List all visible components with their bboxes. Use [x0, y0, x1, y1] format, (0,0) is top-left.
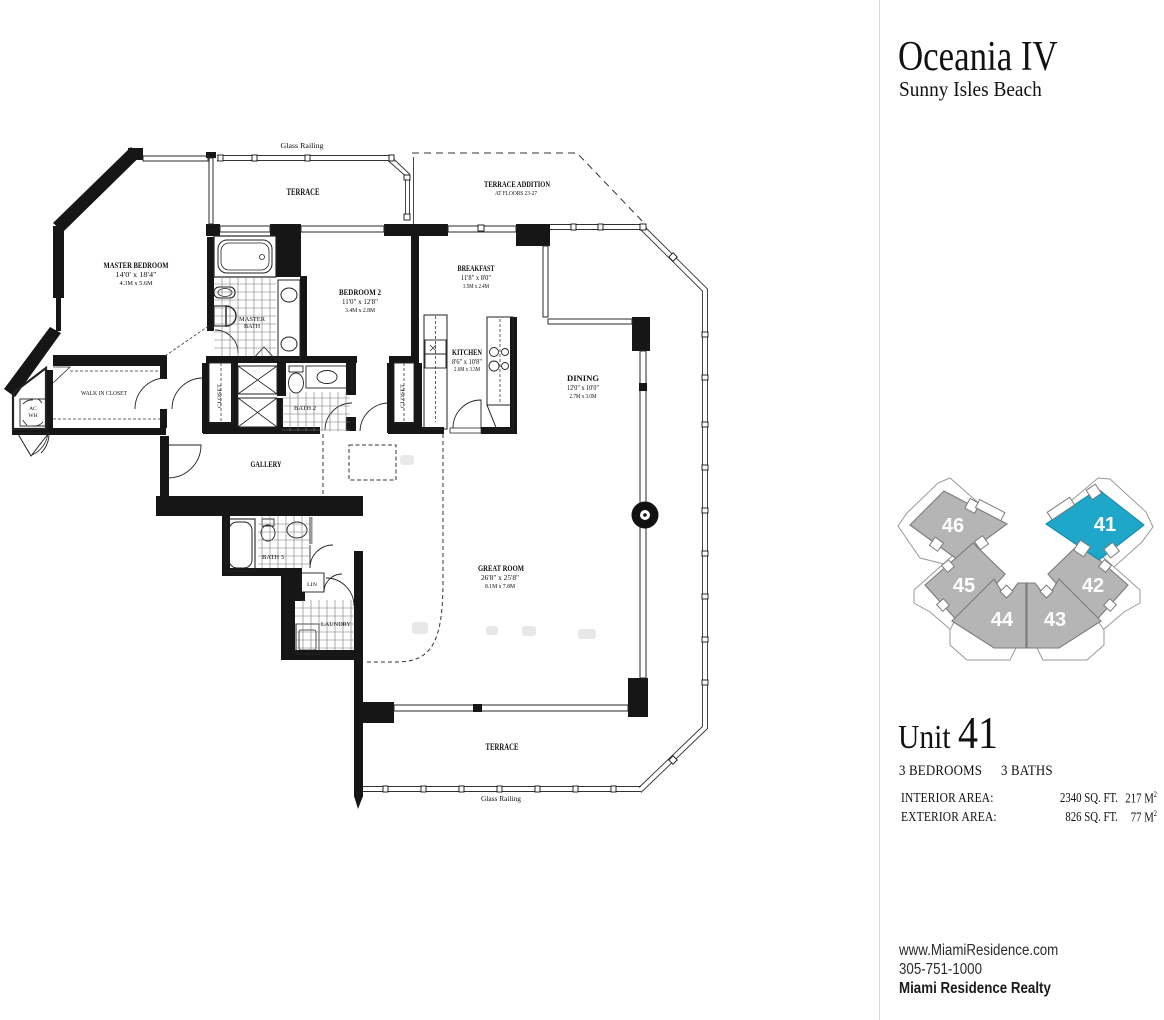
svg-text:12'0" x 10'0": 12'0" x 10'0"	[567, 384, 599, 392]
svg-text:46: 46	[942, 515, 964, 537]
svg-text:BATH 3: BATH 3	[262, 555, 284, 561]
svg-text:26'8" x 25'8": 26'8" x 25'8"	[481, 574, 519, 582]
svg-text:2.7M x 3.0M: 2.7M x 3.0M	[570, 394, 598, 400]
svg-text:AT FLOORS 23-27: AT FLOORS 23-27	[495, 191, 537, 197]
svg-text:3.5M x 2.4M: 3.5M x 2.4M	[463, 284, 490, 290]
svg-text:3.4M x 2.8M: 3.4M x 2.8M	[345, 308, 376, 314]
svg-text:Glass Railing: Glass Railing	[481, 794, 521, 803]
svg-text:LAUNDRY: LAUNDRY	[321, 622, 352, 628]
svg-text:TERRACE: TERRACE	[287, 188, 320, 198]
svg-text:TERRACE: TERRACE	[486, 743, 519, 753]
svg-text:BATH 2: BATH 2	[294, 406, 316, 412]
svg-text:43: 43	[1044, 609, 1066, 631]
svg-text:2.6M x 3.3M: 2.6M x 3.3M	[454, 367, 481, 373]
svg-text:DINING: DINING	[567, 374, 599, 383]
svg-text:MASTER: MASTER	[239, 317, 265, 323]
svg-text:CLOSET: CLOSET	[401, 384, 406, 408]
svg-text:11'8" x 8'0": 11'8" x 8'0"	[461, 274, 491, 282]
svg-text:BATH: BATH	[244, 324, 261, 330]
svg-text:8'6" x 10'8": 8'6" x 10'8"	[452, 358, 482, 366]
svg-text:14'0' x 18'4": 14'0' x 18'4"	[116, 271, 157, 279]
svg-text:TERRACE ADDITION: TERRACE ADDITION	[484, 180, 550, 189]
svg-text:11'0" x 12'8": 11'0" x 12'8"	[342, 298, 378, 306]
svg-text:WH: WH	[28, 413, 37, 419]
svg-text:41: 41	[1094, 514, 1116, 536]
svg-text:Glass Railing: Glass Railing	[281, 141, 324, 150]
svg-text:AC: AC	[29, 406, 37, 412]
svg-text:CLOSET: CLOSET	[218, 384, 223, 408]
svg-text:4.3M x 5.6M: 4.3M x 5.6M	[120, 281, 154, 287]
svg-text:GALLERY: GALLERY	[251, 460, 282, 469]
svg-text:LIN: LIN	[307, 583, 317, 588]
svg-text:BREAKFAST: BREAKFAST	[458, 264, 496, 273]
svg-text:WALK IN CLOSET: WALK IN CLOSET	[81, 390, 127, 397]
svg-text:KITCHEN: KITCHEN	[452, 348, 482, 357]
svg-text:GREAT ROOM: GREAT ROOM	[478, 564, 524, 573]
svg-text:MASTER BEDROOM: MASTER BEDROOM	[104, 261, 169, 270]
svg-text:45: 45	[953, 575, 975, 597]
svg-text:44: 44	[991, 609, 1014, 631]
svg-text:8.1M x 7.8M: 8.1M x 7.8M	[485, 584, 516, 590]
svg-text:42: 42	[1082, 575, 1104, 597]
svg-text:BEDROOM 2: BEDROOM 2	[339, 288, 381, 297]
